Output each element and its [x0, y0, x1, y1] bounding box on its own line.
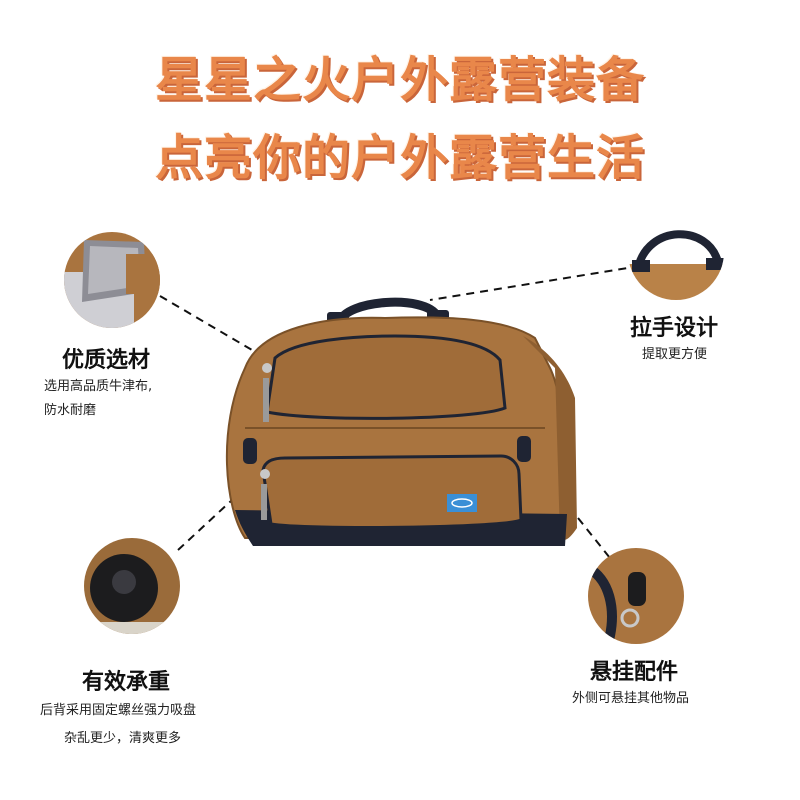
material-closeup: [64, 232, 160, 328]
feature-hanging-title: 悬挂配件: [590, 660, 679, 685]
feature-material-title: 优质选材: [62, 348, 151, 373]
connector-suction: [177, 499, 233, 551]
buckle-right: [517, 436, 531, 462]
feature-suction-desc-1: 后背采用固定螺丝强力吸盘: [40, 703, 197, 718]
connector-material: [159, 295, 253, 351]
upper-pocket: [265, 334, 507, 420]
feature-hanging-desc: 外侧可悬挂其他物品: [572, 691, 690, 706]
hanging-closeup: [588, 548, 684, 644]
headline-line-1: 星星之火户外露营装备: [154, 52, 645, 108]
handle-closeup: [628, 204, 724, 300]
zipper-pulls: [260, 363, 272, 520]
feature-suction-title: 有效承重: [82, 670, 171, 695]
buckle-left: [243, 438, 257, 464]
connector-handle: [429, 265, 641, 301]
feature-handle-title: 拉手设计: [630, 316, 719, 341]
suction-closeup: [84, 538, 180, 634]
brand-logo: [447, 494, 477, 512]
feature-material-desc-1: 选用高品质牛津布,: [44, 379, 153, 394]
headline-line-2: 点亮你的户外露营生活: [154, 130, 645, 186]
bag-side-panel: [523, 336, 577, 540]
feature-suction-desc-2: 杂乱更少，清爽更多: [64, 731, 182, 746]
feature-handle-desc: 提取更方便: [642, 347, 708, 362]
bike-bag-image: [225, 297, 577, 546]
feature-material-desc-2: 防水耐磨: [44, 403, 97, 418]
lower-pocket: [261, 454, 523, 529]
